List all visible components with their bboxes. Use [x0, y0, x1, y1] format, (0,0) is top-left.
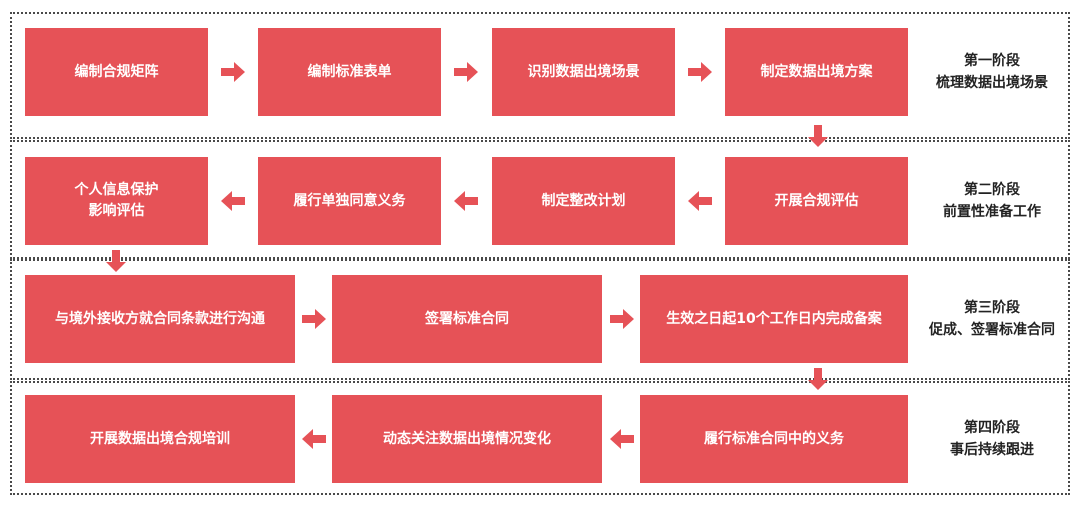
step-negotiate-clauses: 与境外接收方就合同条款进行沟通 — [25, 275, 295, 363]
step-compliance-training: 开展数据出境合规培训 — [25, 395, 295, 483]
step-pi-impact-assessment: 个人信息保护 影响评估 — [25, 157, 208, 245]
arrow-left-icon — [221, 191, 245, 211]
arrow-left-icon — [454, 191, 478, 211]
stage-1-label: 第一阶段 梳理数据出境场景 — [917, 50, 1067, 94]
stage-4-subtitle: 事后持续跟进 — [950, 442, 1034, 458]
arrow-right-icon — [688, 62, 712, 82]
step-compliance-assessment: 开展合规评估 — [725, 157, 908, 245]
step-rectification-plan: 制定整改计划 — [492, 157, 675, 245]
arrow-down-icon — [808, 125, 828, 147]
step-standard-forms: 编制标准表单 — [258, 28, 441, 116]
stage-3-label: 第三阶段 促成、签署标准合同 — [917, 297, 1067, 341]
arrow-left-icon — [688, 191, 712, 211]
step-monitor-changes: 动态关注数据出境情况变化 — [332, 395, 602, 483]
stage-4-label: 第四阶段 事后持续跟进 — [917, 417, 1067, 461]
stage-2-title: 第二阶段 — [964, 182, 1020, 198]
stage-2-subtitle: 前置性准备工作 — [943, 204, 1041, 220]
stage-1-title: 第一阶段 — [964, 53, 1020, 69]
step-export-plan: 制定数据出境方案 — [725, 28, 908, 116]
step-identify-scenarios: 识别数据出境场景 — [492, 28, 675, 116]
stage-3-subtitle: 促成、签署标准合同 — [929, 322, 1055, 338]
stage-1-subtitle: 梳理数据出境场景 — [936, 75, 1048, 91]
step-sign-contract: 签署标准合同 — [332, 275, 602, 363]
stage-2-label: 第二阶段 前置性准备工作 — [917, 179, 1067, 223]
arrow-down-icon — [808, 368, 828, 390]
arrow-right-icon — [302, 309, 326, 329]
stage-4-container — [10, 381, 1070, 495]
arrow-down-icon — [106, 250, 126, 272]
arrow-right-icon — [610, 309, 634, 329]
step-compliance-matrix: 编制合规矩阵 — [25, 28, 208, 116]
stage-3-title: 第三阶段 — [964, 300, 1020, 316]
step-separate-consent: 履行单独同意义务 — [258, 157, 441, 245]
arrow-left-icon — [610, 429, 634, 449]
step-filing: 生效之日起10个工作日内完成备案 — [640, 275, 908, 363]
arrow-left-icon — [302, 429, 326, 449]
step-contract-obligations: 履行标准合同中的义务 — [640, 395, 908, 483]
stage-2-container — [10, 140, 1070, 259]
stage-4-title: 第四阶段 — [964, 420, 1020, 436]
stage-1-container — [10, 12, 1070, 139]
arrow-right-icon — [221, 62, 245, 82]
arrow-right-icon — [454, 62, 478, 82]
stage-3-container — [10, 259, 1070, 380]
